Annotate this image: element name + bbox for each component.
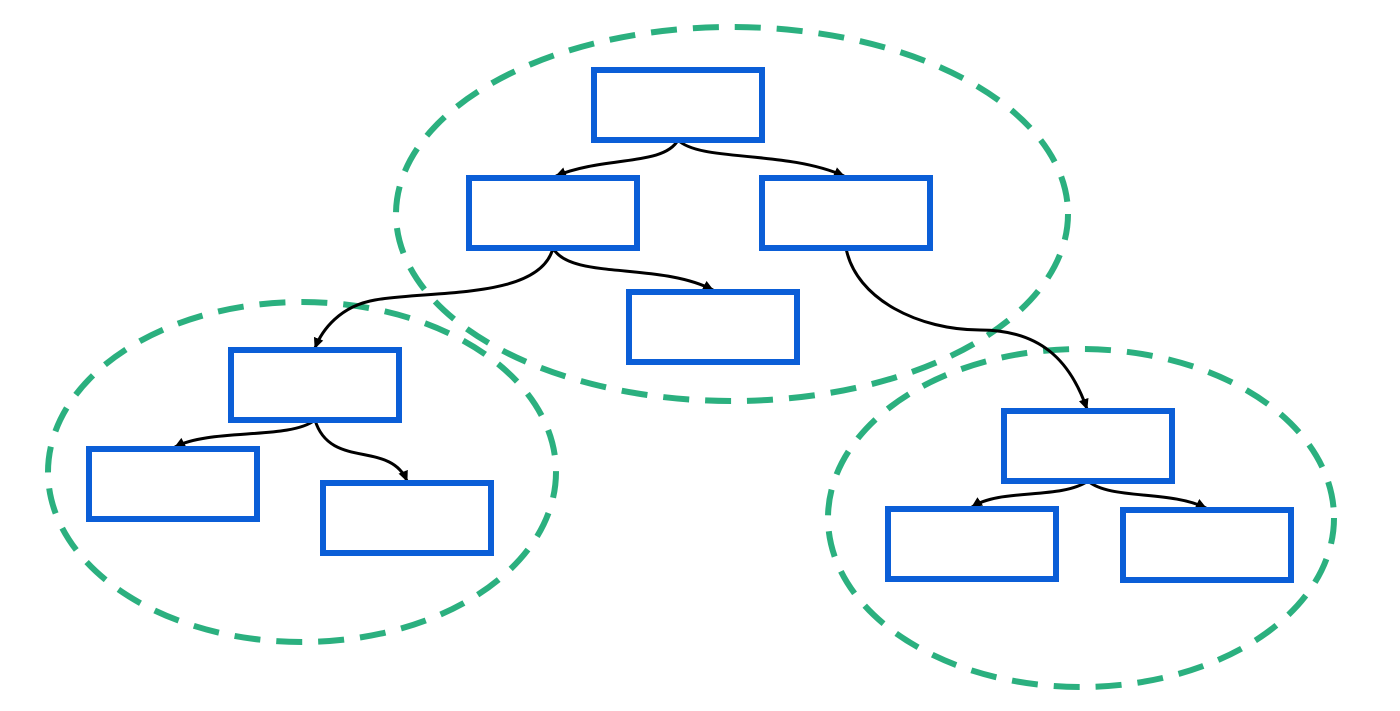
edge-n2-n5: [313, 247, 555, 349]
tree-node-n10: [1120, 507, 1294, 583]
node-box: [591, 67, 765, 143]
tree-node-n8: [320, 480, 494, 556]
group-top-outline: [393, 24, 1071, 404]
tree-node-n5: [228, 347, 402, 423]
node-box: [885, 506, 1059, 582]
edge-n3-n6: [844, 247, 1089, 410]
edge-n5-n8: [313, 419, 409, 482]
tree-node-n3: [759, 175, 933, 251]
group-left-outline: [45, 299, 559, 645]
tree-node-n6: [1001, 408, 1175, 484]
nodes-layer: [86, 67, 1294, 583]
node-box: [759, 175, 933, 251]
node-box: [228, 347, 402, 423]
groups-layer: [45, 24, 1337, 690]
node-box: [320, 480, 494, 556]
edge-n6-n10: [1087, 479, 1207, 510]
node-box: [466, 175, 640, 251]
edge-n1-n2: [555, 139, 680, 178]
tree-node-n2: [466, 175, 640, 251]
edge-n2-n4: [551, 247, 714, 292]
tree-node-n9: [885, 506, 1059, 582]
node-box: [1120, 507, 1294, 583]
node-box: [1001, 408, 1175, 484]
tree-node-n7: [86, 446, 260, 522]
group-right-outline: [825, 346, 1337, 690]
node-box: [86, 446, 260, 522]
edges-layer: [174, 138, 1207, 510]
node-box: [626, 289, 800, 365]
edge-n1-n3: [676, 138, 845, 178]
tree-node-n4: [626, 289, 800, 365]
edge-n5-n7: [174, 418, 316, 449]
tree-node-n1: [591, 67, 765, 143]
edge-n6-n9: [971, 479, 1089, 509]
